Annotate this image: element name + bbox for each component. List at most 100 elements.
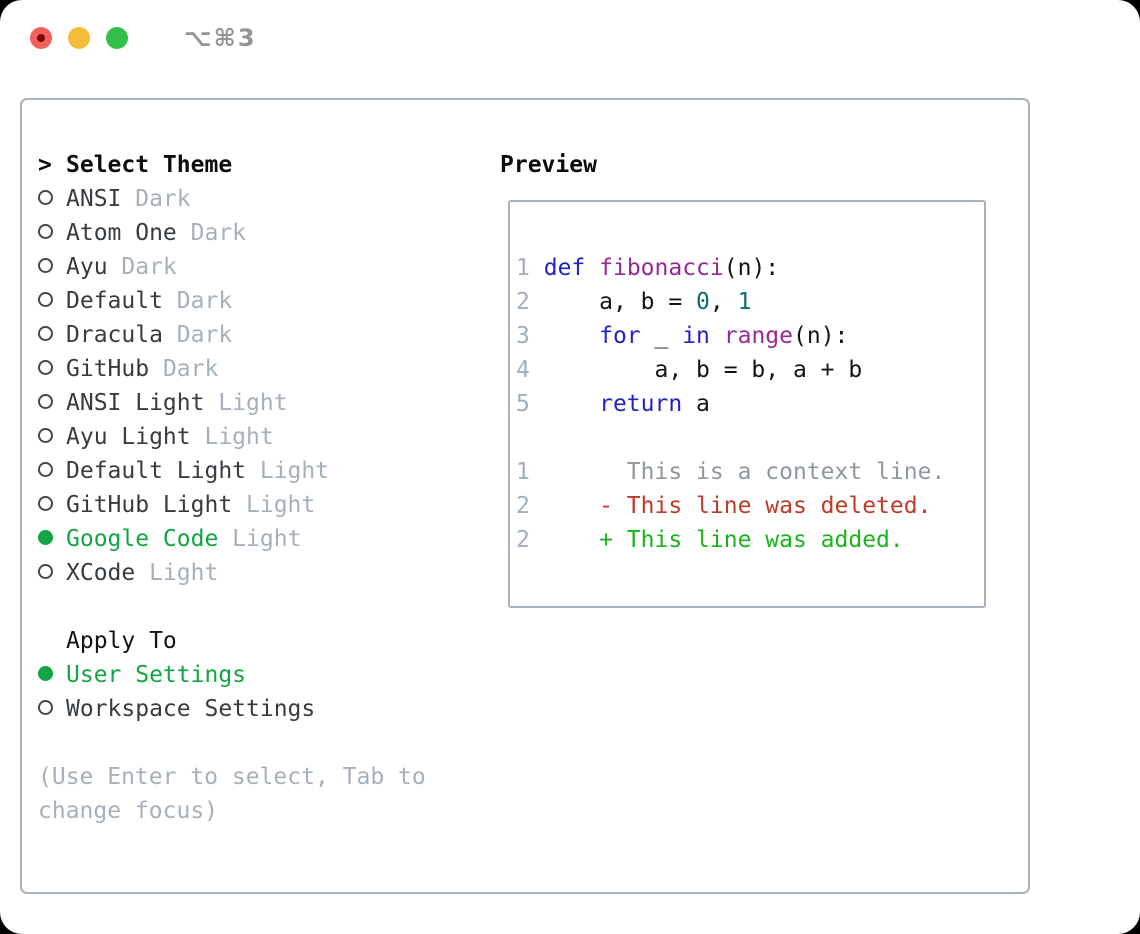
radio-icon[interactable] (38, 360, 53, 375)
code-token-ctx: This is a context line. (529, 459, 946, 485)
preview-box: 1 def fibonacci(n): 2 a, b = 0, 1 3 for … (508, 200, 986, 608)
preview-header: Preview (500, 152, 597, 178)
theme-variant: Light (135, 560, 219, 586)
theme-name: Dracula (66, 322, 163, 348)
theme-option-default[interactable]: Default Dark (38, 284, 500, 318)
theme-name: Atom One (66, 220, 177, 246)
theme-variant: Light (204, 390, 288, 416)
theme-option-google-code[interactable]: Google Code Light (38, 522, 500, 556)
theme-variant: Dark (121, 186, 191, 212)
theme-option-atom-one[interactable]: Atom One Dark (38, 216, 500, 250)
theme-option-ansi[interactable]: ANSI Dark (38, 182, 500, 216)
radio-icon[interactable] (38, 224, 53, 239)
theme-name: ANSI (66, 186, 122, 212)
theme-variant: Light (232, 492, 316, 518)
theme-name: GitHub Light (66, 492, 233, 518)
code-token-num: 2 (516, 527, 530, 553)
theme-option-github[interactable]: GitHub Dark (38, 352, 500, 386)
theme-option-xcode[interactable]: XCode Light (38, 556, 500, 590)
theme-option-ayu-light[interactable]: Ayu Light Light (38, 420, 500, 454)
code-token-kwd: in (682, 323, 710, 349)
theme-name: Default (66, 288, 163, 314)
radio-icon[interactable] (38, 326, 53, 341)
code-token-del: - This line was deleted. (529, 493, 932, 519)
theme-variant: Dark (162, 288, 233, 314)
theme-name: Ayu Light (66, 424, 191, 450)
titlebar: ⌥⌘3 (0, 0, 1140, 76)
radio-icon[interactable] (38, 292, 53, 307)
hint-line-1: (Use Enter to select, Tab to (38, 764, 426, 790)
hint-line-2: change focus) (38, 798, 219, 824)
code-token-num: 4 (516, 357, 530, 383)
theme-name: Ayu (66, 254, 108, 280)
theme-variant: Light (218, 526, 302, 552)
code-token-kwd: return (599, 391, 683, 417)
theme-name: XCode (66, 560, 136, 586)
theme-variant: Light (246, 458, 330, 484)
preview-header-row: Preview (500, 148, 1028, 182)
spacer-row (38, 726, 500, 760)
apply-option-label: Workspace Settings (66, 696, 316, 722)
code-token-add: + This line was added. (529, 527, 904, 553)
code-token-pln: a (682, 391, 710, 417)
theme-option-ansi-light[interactable]: ANSI Light Light (38, 386, 500, 420)
code-token-num: 2 (516, 289, 530, 315)
code-token-pln (530, 323, 599, 349)
minimize-button[interactable] (68, 27, 90, 49)
window-title: ⌥⌘3 (184, 24, 257, 52)
theme-variant: Light (190, 424, 274, 450)
code-preview: 1 def fibonacci(n): 2 a, b = 0, 1 3 for … (516, 217, 978, 591)
unsaved-dot-icon (37, 34, 45, 42)
radio-icon[interactable] (38, 496, 53, 511)
radio-icon[interactable] (38, 394, 53, 409)
code-token-pln (530, 391, 599, 417)
spacer-row (38, 114, 500, 148)
code-token-num: 2 (516, 493, 530, 519)
theme-variant: Dark (176, 220, 247, 246)
apply-option-workspace-settings[interactable]: Workspace Settings (38, 692, 500, 726)
radio-icon[interactable] (38, 462, 53, 477)
spacer-row (38, 590, 500, 624)
code-token-pln: a, b = (529, 289, 697, 315)
theme-option-ayu[interactable]: Ayu Dark (38, 250, 500, 284)
apply-option-user-settings[interactable]: User Settings (38, 658, 500, 692)
radio-selected-icon[interactable] (38, 530, 53, 545)
code-token-pln: , (709, 289, 738, 315)
theme-variant: Dark (107, 254, 177, 280)
theme-name: GitHub (66, 356, 150, 382)
radio-icon[interactable] (38, 428, 53, 443)
theme-option-default-light[interactable]: Default Light Light (38, 454, 500, 488)
theme-variant: Dark (149, 356, 219, 382)
radio-icon[interactable] (38, 564, 53, 579)
code-token-lit: 1 (737, 289, 752, 315)
code-token-pln: _ (640, 323, 683, 349)
select-theme-header: Select Theme (66, 152, 233, 178)
code-token-typ: fibonacci (599, 255, 724, 281)
radio-icon[interactable] (38, 258, 53, 273)
code-token-num: 1 (516, 255, 530, 281)
apply-to-header: Apply To (66, 628, 177, 654)
code-token-pln: a, b = b, a + b (529, 357, 863, 383)
apply-to-header-row: Apply To (38, 624, 500, 658)
close-button[interactable] (30, 27, 52, 49)
code-token-num: 1 (516, 459, 530, 485)
preview-column: Preview 1 def fibonacci(n): 2 a, b = 0, … (500, 114, 1028, 892)
code-token-pln: (n): (793, 323, 849, 349)
radio-icon[interactable] (38, 190, 53, 205)
apply-option-label: User Settings (66, 662, 247, 688)
theme-option-github-light[interactable]: GitHub Light Light (38, 488, 500, 522)
code-token-num: 3 (516, 323, 530, 349)
theme-variant: Dark (162, 322, 233, 348)
radio-icon[interactable] (38, 700, 53, 715)
theme-name: ANSI Light (66, 390, 205, 416)
maximize-button[interactable] (106, 27, 128, 49)
theme-option-dracula[interactable]: Dracula Dark (38, 318, 500, 352)
code-token-pln: (n): (723, 255, 780, 281)
radio-selected-icon[interactable] (38, 666, 53, 681)
theme-name: Google Code (66, 526, 219, 552)
code-token-num: 5 (516, 391, 530, 417)
code-token-pln (585, 255, 599, 281)
